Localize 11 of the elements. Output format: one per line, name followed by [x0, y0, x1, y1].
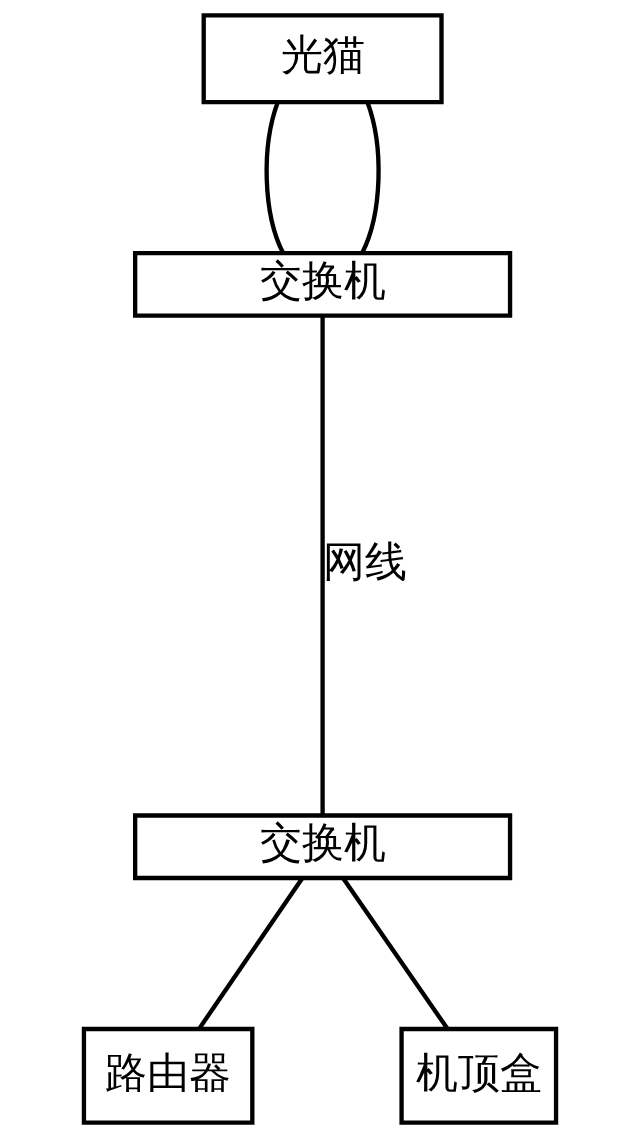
node-box: 交换机 [133, 813, 513, 881]
node-box: 交换机 [133, 250, 513, 318]
connector [264, 101, 286, 254]
node-box: 光猫 [201, 13, 444, 105]
connector [360, 101, 381, 254]
connector [320, 316, 325, 816]
connector [197, 877, 304, 1030]
connector [341, 877, 449, 1030]
node-box: 路由器 [81, 1026, 255, 1125]
node-box: 机顶盒 [399, 1026, 559, 1125]
edge-label: 网线 [323, 537, 408, 587]
